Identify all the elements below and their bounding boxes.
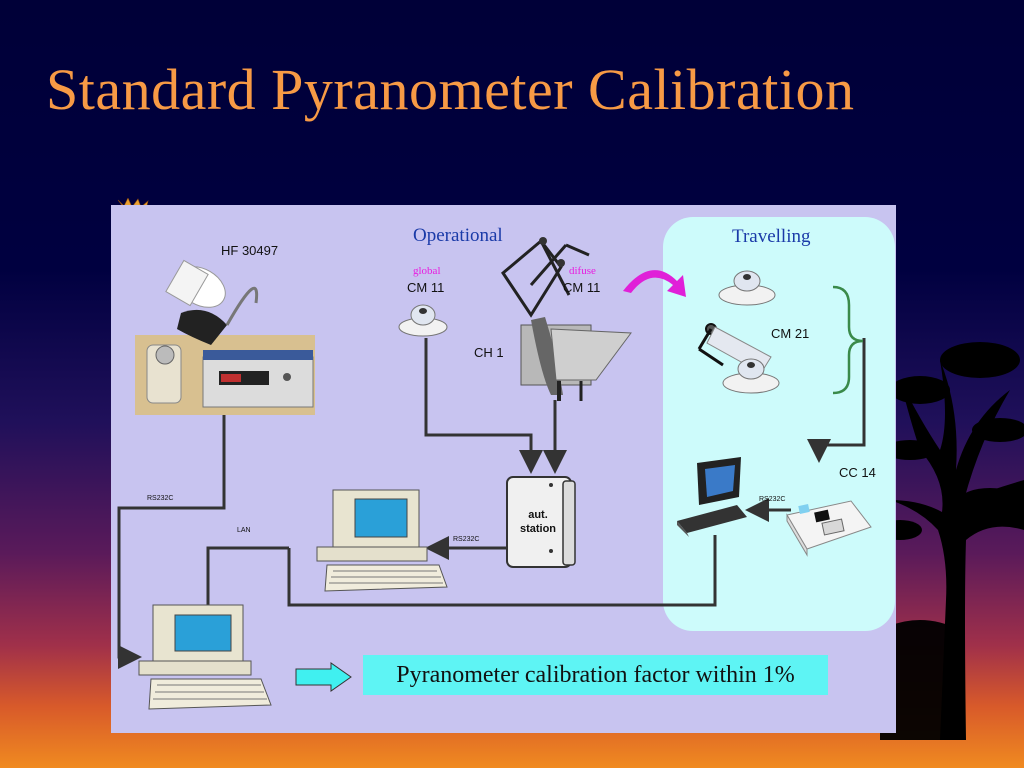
- travelling-panel: [663, 217, 895, 631]
- diagram-graphics: [117, 237, 872, 710]
- global-model-label: CM 11: [407, 280, 445, 295]
- brace-icon: [832, 285, 864, 395]
- desktop-computer-drawing: [316, 489, 448, 592]
- tracker-label: HF 30497: [221, 243, 279, 258]
- logger-label: CC 14: [839, 465, 876, 480]
- link-label-logger: RS232C: [759, 496, 786, 503]
- diffuse-label: difuse: [569, 265, 596, 277]
- operational-section-label: Operational: [413, 225, 503, 246]
- transfer-arrow-icon: [623, 270, 686, 297]
- travelling-section-label: Travelling: [732, 226, 811, 247]
- global-label: global: [413, 265, 441, 277]
- tree-silhouette-decoration: [880, 342, 1024, 740]
- pyrheliometer-rig-drawing: [501, 237, 632, 401]
- central-computer-drawing: [138, 604, 272, 710]
- slide-title: Standard Pyranometer Calibration: [46, 57, 855, 122]
- result-arrow-icon: [295, 662, 352, 692]
- link-label-lan: LAN: [237, 527, 251, 534]
- diffuse-model-label: CM 11: [563, 280, 601, 295]
- laptop-drawing: [677, 457, 747, 537]
- result-text: Pyranometer calibration factor within 1%: [396, 661, 795, 688]
- data-logger-drawing: [786, 500, 872, 557]
- connection-lines: [117, 338, 866, 669]
- sun-tracker-drawing: [135, 259, 315, 415]
- pyrheliometer-label: CH 1: [474, 345, 504, 360]
- travelling-pyranometer-top-drawing: [718, 270, 776, 306]
- travelling-pyranometer-cm21-drawing: [697, 323, 780, 394]
- station-label-line1: aut.: [528, 509, 548, 521]
- automatic-station-drawing: [506, 476, 576, 568]
- link-label-tracker: RS232C: [147, 495, 174, 502]
- station-label-line2: station: [519, 523, 557, 535]
- result-box: Pyranometer calibration factor within 1%: [363, 655, 828, 695]
- station-label: aut. station: [509, 508, 567, 536]
- link-label-station: RS232C: [453, 536, 480, 543]
- cm21-label: CM 21: [771, 326, 810, 341]
- calibration-diagram: Operational Travelling HF 30497 global C…: [111, 205, 896, 733]
- global-pyranometer-drawing: [398, 304, 448, 337]
